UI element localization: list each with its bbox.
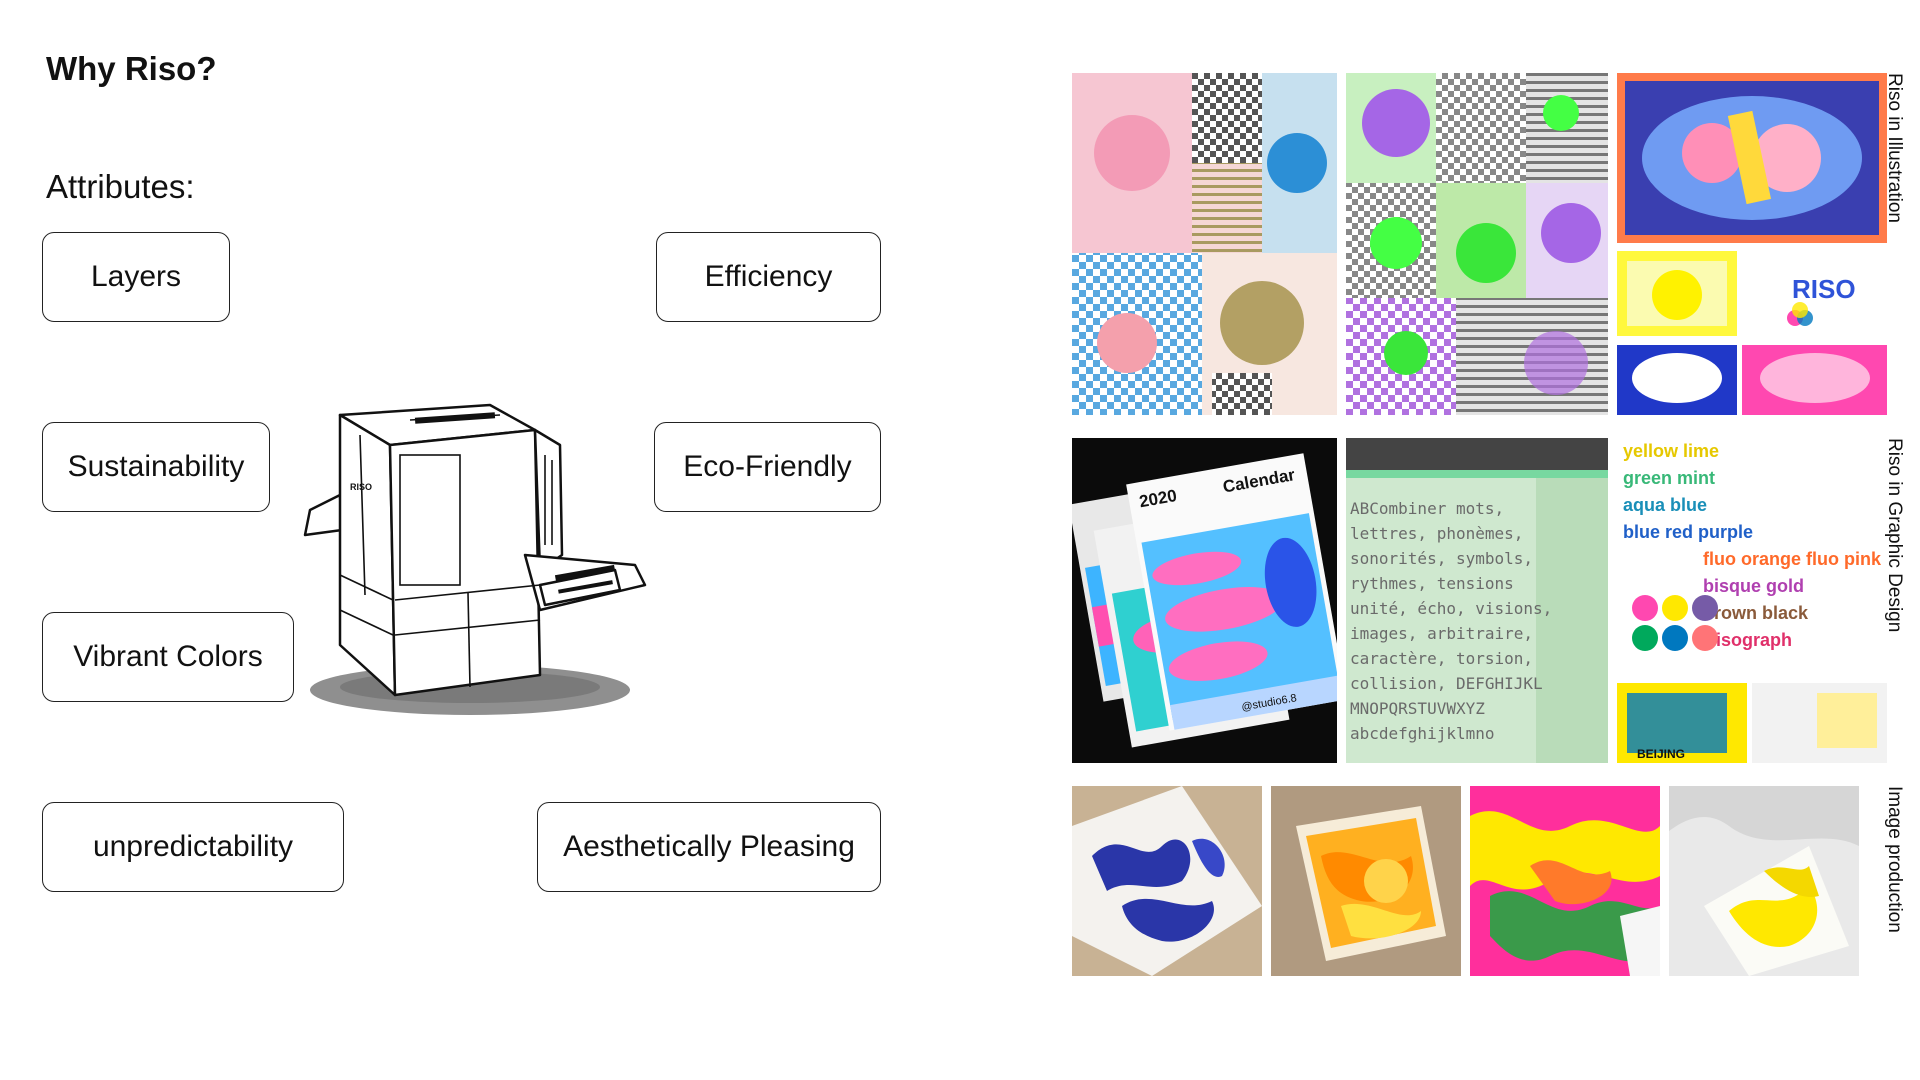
color-chart-word: green mint: [1623, 468, 1716, 488]
attribute-aesthetically-pleasing: Aesthetically Pleasing: [537, 802, 881, 892]
illustration-image-2: [1346, 73, 1608, 415]
type-specimen-line: caractère, torsion,: [1350, 649, 1534, 668]
label-riso-in-graphic-design: Riso in Graphic Design: [1884, 438, 1905, 633]
attribute-eco-friendly: Eco-Friendly: [654, 422, 881, 512]
type-specimen-line: ABCombiner mots,: [1350, 499, 1505, 518]
label-image-production: Image production: [1884, 786, 1905, 933]
type-specimen-line: collision, DEFGHIJKL: [1350, 674, 1543, 693]
attribute-efficiency: Efficiency: [656, 232, 881, 322]
attributes-heading: Attributes:: [46, 168, 195, 205]
attribute-unpredictability: unpredictability: [42, 802, 344, 892]
type-specimen-line: abcdefghijklmno: [1350, 724, 1495, 743]
illustration-image-3: RISO: [1617, 73, 1887, 415]
image-production-1: [1072, 786, 1262, 976]
label-riso-in-illustration: Riso in Illustration: [1884, 73, 1905, 223]
city-text: BEIJING: [1637, 747, 1685, 761]
riso-logo-text: RISO: [1792, 274, 1856, 304]
attribute-sustainability: Sustainability: [42, 422, 270, 512]
image-production-4: [1669, 786, 1859, 976]
color-chart-word: Risograph: [1703, 630, 1793, 650]
image-production-2: [1271, 786, 1461, 976]
type-specimen-line: images, arbitraire,: [1350, 624, 1534, 643]
type-specimen-line: unité, écho, visions,: [1350, 599, 1553, 618]
graphic-design-color-chart: yellow lime green mint aqua blue blue red p…: [1617, 438, 1887, 763]
type-specimen-line: lettres, phonèmes,: [1350, 524, 1524, 543]
color-chart-word: bisque gold: [1703, 576, 1804, 596]
attribute-vibrant-colors: Vibrant Colors: [42, 612, 294, 702]
type-specimen-line: sonorités, symbols,: [1350, 549, 1534, 568]
printer-brand-text: RISO: [350, 482, 372, 492]
color-chart-word: blue red purple: [1623, 522, 1754, 542]
color-chart-word: fluo orange fluo pink: [1703, 549, 1881, 569]
graphic-design-type-specimen: ABCombiner mots, lettres, phonèmes, sonori…: [1346, 438, 1608, 763]
type-specimen-line: rythmes, tensions: [1350, 574, 1514, 593]
color-chart-word: yellow lime: [1623, 441, 1720, 461]
graphic-design-calendar: 2020 Calendar @studio6.8: [1072, 438, 1337, 763]
page-title: Why Riso?: [46, 50, 217, 87]
image-production-3: [1470, 786, 1660, 976]
color-chart-word: aqua blue: [1623, 495, 1708, 515]
illustration-image-1: [1072, 73, 1337, 415]
riso-printer-illustration: RISO: [303, 403, 647, 715]
attribute-layers: Layers: [42, 232, 230, 322]
color-chart-word: brown black: [1703, 603, 1809, 623]
type-specimen-line: MNOPQRSTUVWXYZ: [1350, 699, 1485, 718]
